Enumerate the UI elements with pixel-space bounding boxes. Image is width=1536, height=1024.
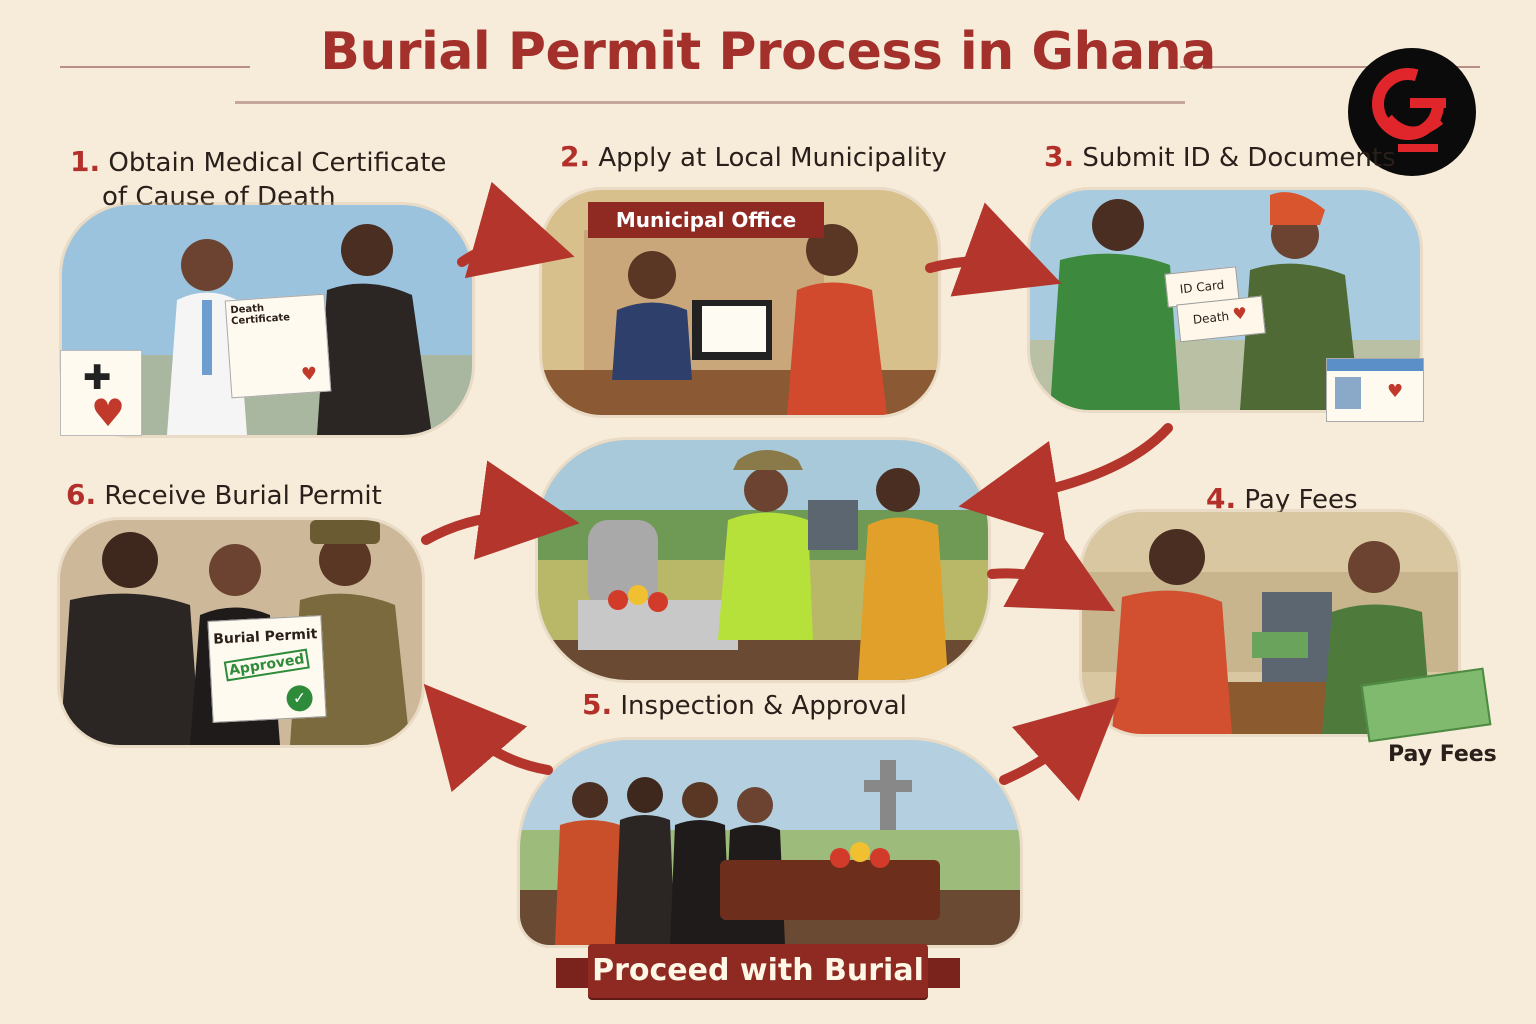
- arrow-3-to-5: [958, 423, 1173, 540]
- step-1-label: 1. Obtain Medical Certificate of Cause o…: [70, 145, 446, 214]
- step-6-title: Receive Burial Permit: [104, 481, 382, 511]
- step-6-number: 6.: [66, 478, 97, 511]
- step-2-panel: Municipal Office: [542, 190, 938, 415]
- step-1-number: 1.: [70, 145, 101, 178]
- checkmark-icon: ✓: [285, 684, 314, 712]
- step-5-panel: [538, 440, 988, 680]
- burial-panel: [520, 740, 1020, 945]
- arrow-1-to-2: [457, 181, 575, 279]
- death-certificate-document: Death Certificate ♥: [224, 293, 332, 399]
- burial-permit-document: Burial Permit Approved ✓: [207, 615, 327, 723]
- title-underline: [235, 101, 1185, 104]
- pay-fees-caption: Pay Fees: [1388, 742, 1497, 767]
- title-rule-left: [60, 66, 250, 68]
- heart-icon: ♥: [1231, 303, 1248, 324]
- step-4-title: Pay Fees: [1244, 485, 1358, 515]
- step-2-label: 2. Apply at Local Municipality: [560, 140, 947, 175]
- step-6-panel: Burial Permit Approved ✓: [60, 520, 422, 745]
- step-1-title-line1: Obtain Medical Certificate: [108, 148, 447, 178]
- proceed-with-burial-banner: Proceed with Burial: [588, 944, 928, 998]
- step-4-number: 4.: [1206, 482, 1237, 515]
- step-2-number: 2.: [560, 140, 591, 173]
- death-card-label: Death: [1192, 309, 1230, 327]
- municipal-office-sign: Municipal Office: [588, 202, 824, 238]
- burial-permit-label: Burial Permit: [212, 626, 318, 648]
- step-4-panel: [1082, 512, 1458, 734]
- step-3-number: 3.: [1044, 140, 1075, 173]
- page-title: Burial Permit Process in Ghana: [320, 22, 1216, 82]
- step-5-number: 5.: [582, 688, 613, 721]
- ghana-g-logo-icon: [1348, 48, 1476, 176]
- death-certificate-label: Death Certificate: [230, 302, 291, 328]
- step-4-label: 4. Pay Fees: [1206, 482, 1358, 517]
- arrow-2-to-3: [925, 202, 1062, 297]
- step-3-title: Submit ID & Documents: [1082, 143, 1396, 173]
- step-6-label: 6. Receive Burial Permit: [66, 478, 382, 513]
- arrow-6-to-5: [421, 460, 580, 560]
- arrow-5-to-4: [987, 519, 1116, 612]
- step-2-title: Apply at Local Municipality: [598, 143, 947, 173]
- step-5-title: Inspection & Approval: [620, 691, 907, 721]
- heart-icon: ♥: [300, 363, 318, 386]
- approved-stamp: Approved: [223, 648, 310, 682]
- title-rule-right: [1180, 66, 1480, 68]
- id-card-icon: ♥: [1326, 358, 1424, 422]
- medical-record-icon: ✚ ♥: [60, 350, 142, 436]
- step-5-label: 5. Inspection & Approval: [582, 688, 907, 723]
- step-3-label: 3. Submit ID & Documents: [1044, 140, 1396, 175]
